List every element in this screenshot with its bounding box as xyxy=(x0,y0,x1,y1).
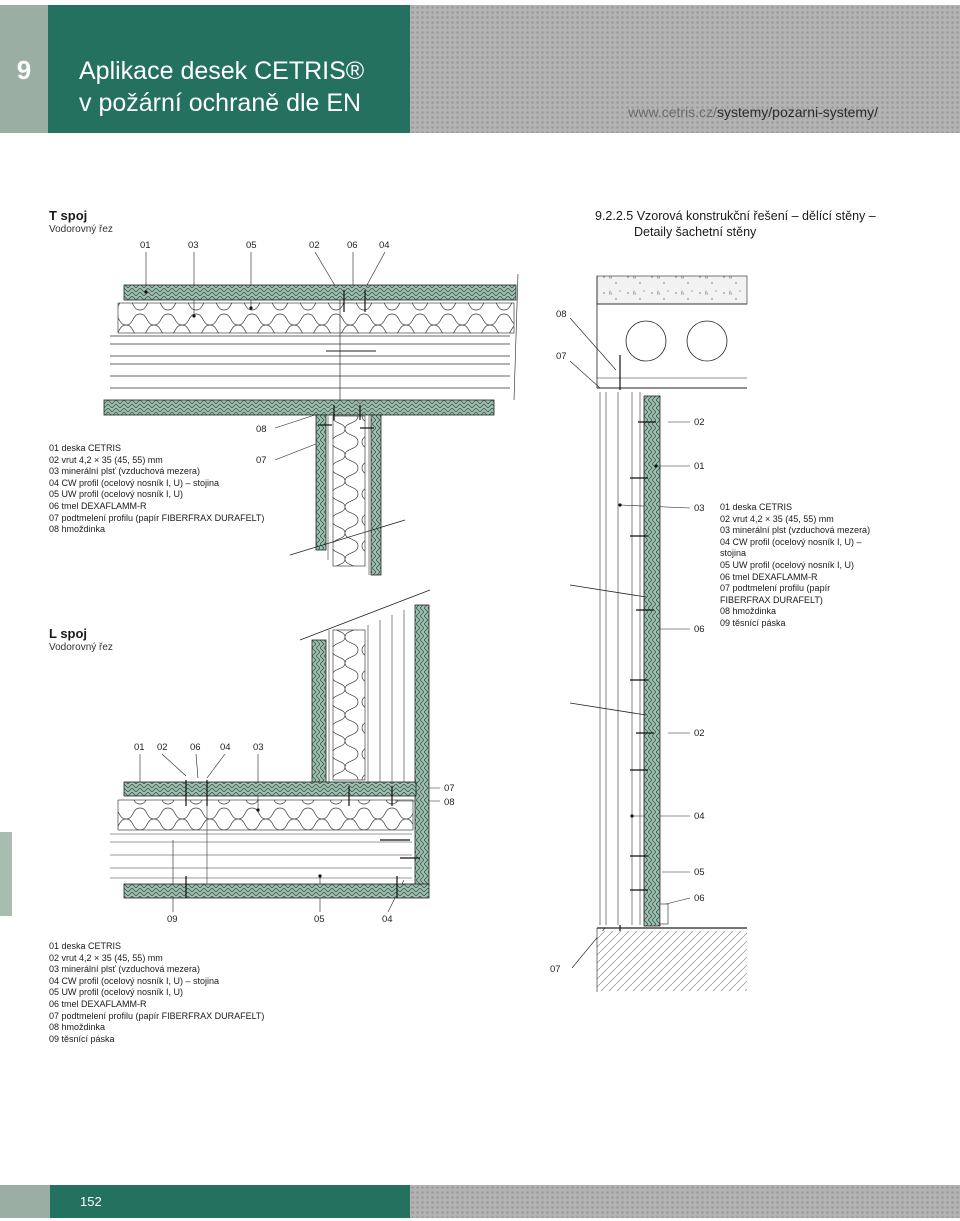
l-tag-02: 02 xyxy=(157,742,168,753)
s-tag-03: 03 xyxy=(694,503,705,514)
footer-texture xyxy=(410,1185,960,1218)
header-texture: www.cetris.cz/systemy/pozarni-systemy/ xyxy=(410,5,960,133)
shaft-drawing xyxy=(569,275,748,992)
shaft-legend: 01 deska CETRIS 02 vrut 4,2 × 35 (45, 55… xyxy=(720,502,870,630)
page-number: 152 xyxy=(80,1194,102,1209)
legend-item: 01 deska CETRIS xyxy=(49,443,122,453)
t-tag-01: 01 xyxy=(140,240,151,251)
t-tag-02: 02 xyxy=(309,240,320,251)
legend-item: 04 CW profil (ocelový nosník I, U) – xyxy=(720,536,862,547)
l-joint-title: L spoj xyxy=(49,626,88,641)
s-tag-08: 08 xyxy=(556,309,567,320)
legend-item: 08 hmoždinka xyxy=(49,524,106,535)
chapter-number: 9 xyxy=(0,5,48,133)
legend-item: 03 minerální plsť (vzduchová mezera) xyxy=(49,964,200,975)
l-tag-03: 03 xyxy=(253,742,264,753)
legend-item: 06 tmel DEXAFLAMM-R xyxy=(720,571,818,582)
footer-left-block xyxy=(0,1185,50,1218)
legend-item: 07 podtmelení profilu (papír FIBERFRAX D… xyxy=(49,512,265,523)
legend-item: 05 UW profil (ocelový nosník I, U) xyxy=(720,559,855,570)
legend-item: 02 vrut 4,2 × 35 (45, 55) mm xyxy=(720,513,834,524)
legend-item: 06 tmel DEXAFLAMM-R xyxy=(49,998,147,1009)
legend-item: 08 hmoždinka xyxy=(49,1022,106,1033)
shaft-heading: 9.2.2.5 Vzorová konstrukční řešení – děl… xyxy=(595,208,876,240)
s-tag-07b: 07 xyxy=(550,964,561,975)
t-joint-legend: 01 deska CETRIS 02 vrut 4,2 × 35 (45, 55… xyxy=(49,443,264,536)
l-joint-legend: 01 deska CETRIS 02 vrut 4,2 × 35 (45, 55… xyxy=(49,941,264,1045)
s-tag-04: 04 xyxy=(694,811,705,822)
chapter-title-block: Aplikace desek CETRIS® v požární ochraně… xyxy=(48,5,410,133)
s-tag-06: 06 xyxy=(694,624,705,635)
side-tab xyxy=(0,832,12,916)
t-joint-title: T spoj xyxy=(49,208,88,223)
l-tag-01: 01 xyxy=(134,742,145,753)
legend-item: 09 těsnící páska xyxy=(720,617,786,628)
s-tag-01: 01 xyxy=(694,461,705,472)
t-tag-08: 08 xyxy=(256,424,267,435)
page-footer: 152 xyxy=(0,1185,960,1218)
l-tag-06: 06 xyxy=(190,742,201,753)
l-tag-04: 04 xyxy=(220,742,231,753)
l-tag-05: 05 xyxy=(314,914,325,925)
t-tag-03: 03 xyxy=(188,240,199,251)
legend-item: stojina xyxy=(720,548,747,559)
l-tag-09: 09 xyxy=(167,914,178,925)
shaft-title-line1: 9.2.2.5 Vzorová konstrukční řešení – děl… xyxy=(595,209,876,223)
legend-item: 04 CW profil (ocelový nosník I, U) – sto… xyxy=(49,477,220,488)
t-joint-heading: T spoj Vodorovný řez xyxy=(49,208,113,235)
t-tag-07: 07 xyxy=(256,455,267,466)
l-joint-heading: L spoj Vodorovný řez xyxy=(49,626,113,653)
legend-item: 07 podtmelení profilu (papír FIBERFRAX D… xyxy=(49,1010,265,1021)
l-tag-07: 07 xyxy=(444,783,455,794)
legend-item: 05 UW profil (ocelový nosník I, U) xyxy=(49,489,184,500)
s-tag-02b: 02 xyxy=(694,728,705,739)
legend-item: 02 vrut 4,2 × 35 (45, 55) mm xyxy=(49,952,163,963)
l-joint-subtitle: Vodorovný řez xyxy=(49,642,113,653)
t-tag-06: 06 xyxy=(347,240,358,251)
page-header: 9 Aplikace desek CETRIS® v požární ochra… xyxy=(0,5,960,133)
l-tag-04b: 04 xyxy=(382,914,393,925)
legend-item: 05 UW profil (ocelový nosník I, U) xyxy=(49,987,184,998)
s-tag-06b: 06 xyxy=(694,893,705,904)
footer-page-block: 152 xyxy=(50,1185,410,1218)
legend-item: 04 CW profil (ocelový nosník I, U) – sto… xyxy=(49,975,220,986)
legend-item: 03 minerální plst (vzduchová mezera) xyxy=(720,525,871,536)
chapter-title-line1: Aplikace desek CETRIS® xyxy=(79,57,365,85)
t-joint-subtitle: Vodorovný řez xyxy=(49,224,113,235)
t-tag-05: 05 xyxy=(246,240,257,251)
legend-item: 01 deska CETRIS xyxy=(49,941,122,951)
chapter-title-line2: v požární ochraně dle EN xyxy=(79,89,362,117)
legend-item: 03 minerální plsť (vzduchová mezera) xyxy=(49,466,200,477)
legend-item: 06 tmel DEXAFLAMM-R xyxy=(49,500,147,511)
s-tag-05: 05 xyxy=(694,867,705,878)
l-joint-drawing xyxy=(110,589,440,913)
legend-item: 01 deska CETRIS xyxy=(720,502,793,512)
legend-item: 02 vrut 4,2 × 35 (45, 55) mm xyxy=(49,454,163,465)
shaft-title-line2: Detaily šachetní stěny xyxy=(634,225,757,239)
legend-item: 07 podtmelení profilu (papír xyxy=(720,583,831,594)
legend-item: FIBERFRAX DURAFELT) xyxy=(720,594,823,605)
legend-item: 09 těsnící páska xyxy=(49,1033,115,1044)
l-tag-08: 08 xyxy=(444,797,455,808)
website-link[interactable]: www.cetris.cz/systemy/pozarni-systemy/ xyxy=(628,104,878,120)
t-tag-04: 04 xyxy=(379,240,390,251)
s-tag-02: 02 xyxy=(694,417,705,428)
s-tag-07: 07 xyxy=(556,351,567,362)
t-joint-drawing xyxy=(103,251,519,576)
legend-item: 08 hmoždinka xyxy=(720,606,777,617)
